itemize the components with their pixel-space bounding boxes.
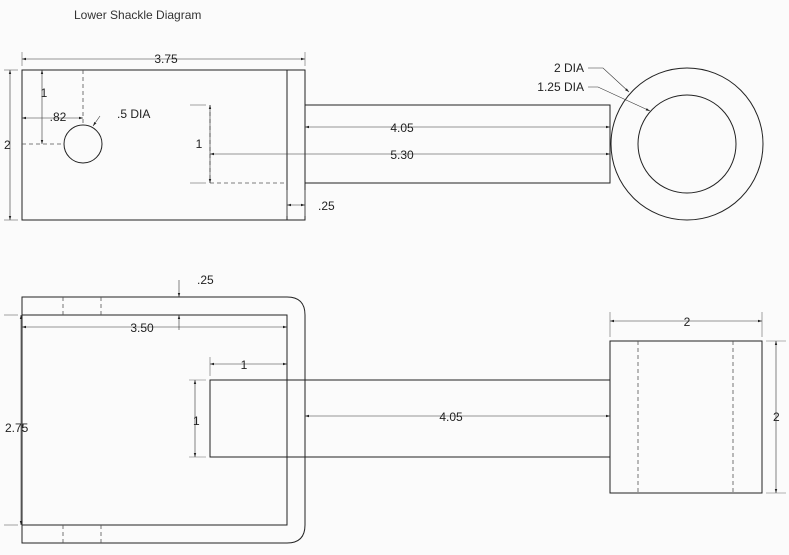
dim-rod-offset-text: 1 bbox=[196, 137, 203, 151]
ring-inner-text: 1.25 DIA bbox=[537, 80, 584, 94]
side-rod bbox=[209, 379, 611, 458]
hole-dia-leader bbox=[92, 115, 101, 127]
side-dim-ring-height-text: 2 bbox=[773, 410, 780, 424]
dim-height-text: 2 bbox=[4, 138, 11, 152]
dim-wall-text: .25 bbox=[318, 199, 335, 213]
ring-outer-circle bbox=[610, 67, 764, 221]
diagram-title: Lower Shackle Diagram bbox=[74, 8, 202, 22]
dim-width-text: 3.75 bbox=[154, 52, 178, 66]
dim-hole-y-text: 1 bbox=[41, 86, 48, 100]
side-dim-rod-insert-text: 1 bbox=[241, 358, 248, 372]
top-hole bbox=[63, 124, 103, 164]
side-dim-rod-len-text: 4.05 bbox=[439, 410, 463, 424]
ring-inner-circle bbox=[637, 94, 737, 194]
side-dim-ring-width-text: 2 bbox=[684, 315, 691, 329]
side-frame-outline bbox=[21, 296, 306, 544]
side-ring bbox=[609, 340, 763, 494]
dim-hole-dia-text: .5 DIA bbox=[117, 107, 150, 121]
ring-outer-leader bbox=[588, 67, 630, 93]
top-rod bbox=[304, 104, 611, 184]
side-dim-height-text: 2.75 bbox=[5, 421, 29, 435]
side-dim-rod-height-text: 1 bbox=[193, 414, 200, 428]
dim-rod-len-text: 4.05 bbox=[390, 121, 414, 135]
side-view: .25 3.50 1 2.75 1 4.05 2 2 bbox=[4, 273, 786, 544]
side-dim-wall-text: .25 bbox=[197, 273, 214, 287]
dim-hole-x-text: .82 bbox=[50, 110, 67, 124]
dim-total-len-text: 5.30 bbox=[390, 148, 414, 162]
side-frame-inner bbox=[22, 314, 288, 526]
ring-inner-leader bbox=[588, 86, 651, 112]
ring-outer-text: 2 DIA bbox=[554, 61, 584, 75]
top-view: 3.75 2 1 .82 .5 DIA 1 4.05 5.30 .25 2 DI… bbox=[4, 52, 764, 221]
side-dim-inner-width-text: 3.50 bbox=[130, 321, 154, 335]
